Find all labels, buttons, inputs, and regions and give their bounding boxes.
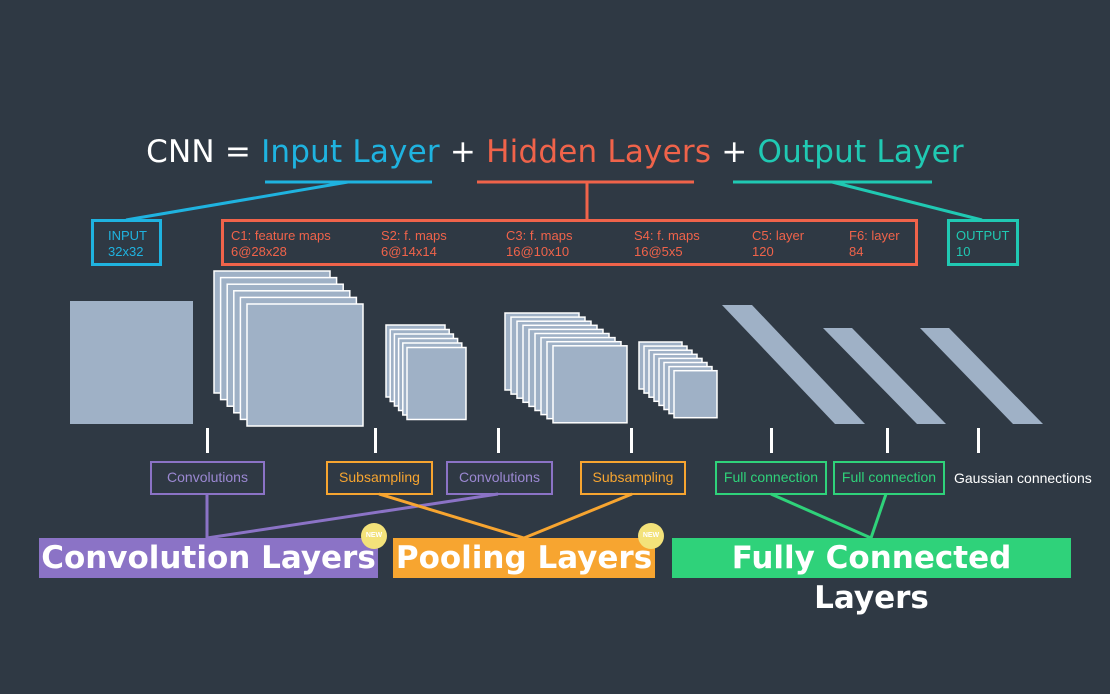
- tick-mark: [497, 428, 500, 453]
- hidden-s2-size: 6@14x14: [381, 244, 437, 259]
- new-badge: NEW: [638, 523, 664, 549]
- output-box: OUTPUT 10: [947, 219, 1019, 266]
- hidden-c1-size: 6@28x28: [231, 244, 287, 259]
- input-connector: [125, 180, 349, 222]
- hidden-c3-name: C3: f. maps: [506, 228, 573, 243]
- output-box-size: 10: [956, 244, 971, 259]
- s4-feature-map: [673, 369, 718, 419]
- pool2-link: [523, 492, 633, 540]
- pooling-layers-bar: Pooling Layers: [393, 538, 655, 578]
- title-plus-2: +: [721, 134, 748, 170]
- output-connector: [831, 180, 983, 222]
- gaussian-connections-label: Gaussian connections: [954, 470, 1092, 486]
- feature-map-stacks: [70, 270, 1043, 427]
- f6-layer-slab: [823, 328, 946, 424]
- new-badge: NEW: [361, 523, 387, 549]
- hidden-f6-name: F6: layer: [849, 228, 900, 243]
- op-full-connection-1: Full connection: [715, 461, 827, 495]
- input-box-label: INPUT: [108, 228, 147, 243]
- tick-mark: [770, 428, 773, 453]
- s2-feature-map: [406, 346, 467, 421]
- conv2-link: [206, 492, 499, 540]
- title-input: Input Layer: [261, 134, 440, 170]
- tick-mark: [206, 428, 209, 453]
- hidden-c5-size: 120: [752, 244, 774, 259]
- c3-feature-map: [552, 345, 628, 424]
- input-box-size: 32x32: [108, 244, 144, 259]
- title-hidden: Hidden Layers: [486, 134, 712, 170]
- op-full-connection-2: Full connection: [833, 461, 945, 495]
- tick-mark: [374, 428, 377, 453]
- op-convolutions-1: Convolutions: [150, 461, 265, 495]
- convolution-layers-bar: Convolution Layers: [39, 538, 378, 578]
- fc1-link: [770, 492, 872, 540]
- title-plus-1: +: [449, 134, 477, 170]
- hidden-s2-name: S2: f. maps: [381, 228, 447, 243]
- op-subsampling-1: Subsampling: [326, 461, 433, 495]
- tick-mark: [630, 428, 633, 453]
- op-subsampling-2: Subsampling: [580, 461, 686, 495]
- input-image-map: [70, 301, 193, 424]
- hidden-s4-size: 16@5x5: [634, 244, 683, 259]
- output-box-label: OUTPUT: [956, 228, 1010, 243]
- pool1-link: [378, 492, 525, 540]
- hidden-s4-name: S4: f. maps: [634, 228, 700, 243]
- hidden-box: C1: feature maps 6@28x28 S2: f. maps 6@1…: [221, 219, 918, 266]
- title-prefix: CNN: [146, 134, 215, 170]
- op-convolutions-2: Convolutions: [446, 461, 553, 495]
- tick-mark: [977, 428, 980, 453]
- c5-layer-slab: [722, 305, 865, 424]
- output-layer-slab: [920, 328, 1043, 424]
- tick-mark: [886, 428, 889, 453]
- input-box: INPUT 32x32: [91, 219, 162, 266]
- fc2-link: [869, 493, 888, 539]
- hidden-c5-name: C5: layer: [752, 228, 805, 243]
- fully-connected-layers-bar: Fully Connected Layers: [672, 538, 1071, 616]
- title-eq: =: [224, 134, 251, 170]
- page-title: CNN = Input Layer + Hidden Layers + Outp…: [0, 134, 1110, 170]
- hidden-c1-name: C1: feature maps: [231, 228, 331, 243]
- c1-feature-map: [246, 303, 364, 427]
- hidden-c3-size: 16@10x10: [506, 244, 570, 259]
- title-output: Output Layer: [757, 134, 964, 170]
- hidden-f6-size: 84: [849, 244, 864, 259]
